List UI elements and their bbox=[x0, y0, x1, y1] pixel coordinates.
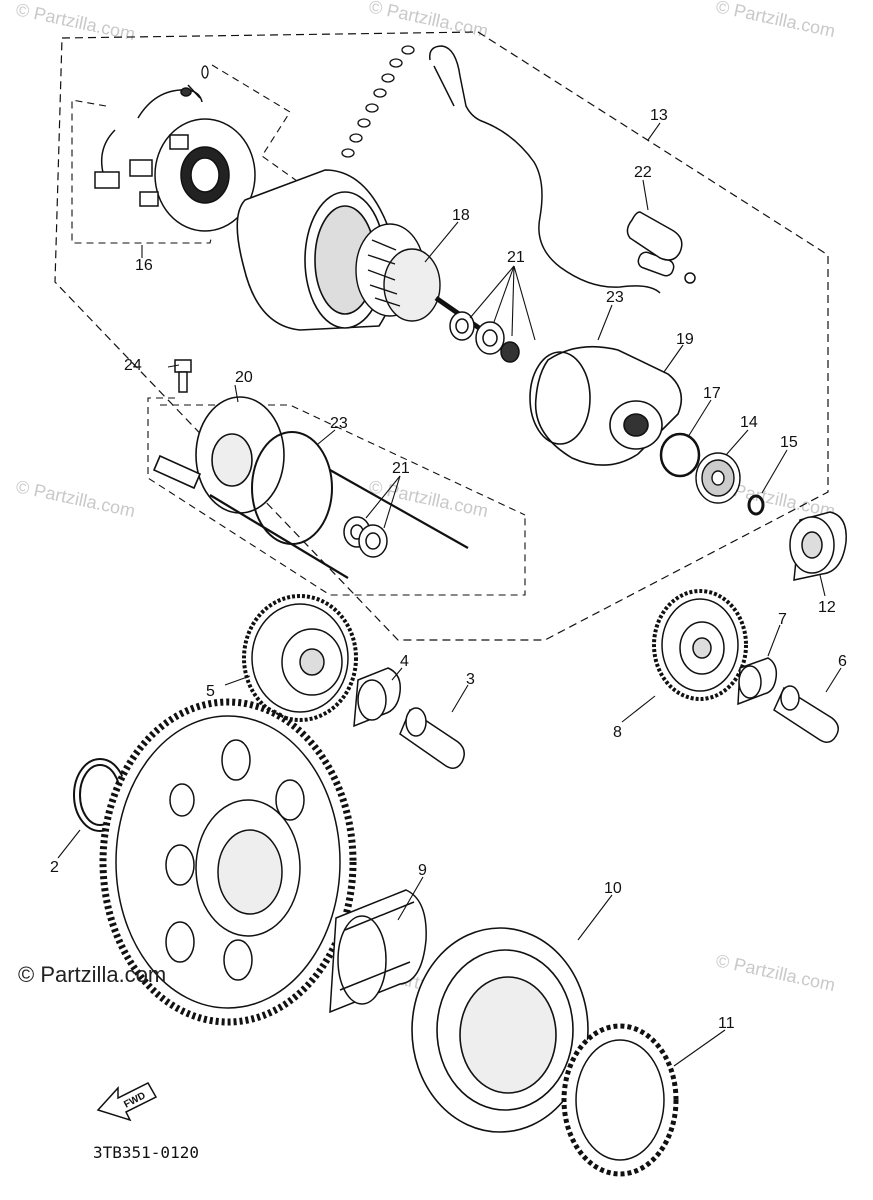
callout-4: 4 bbox=[400, 653, 409, 670]
callout-5: 5 bbox=[206, 683, 215, 700]
armature bbox=[355, 223, 484, 333]
callout-13: 13 bbox=[650, 107, 668, 124]
bearing bbox=[789, 511, 847, 581]
leader-lines bbox=[57, 122, 842, 1067]
idler-gear-2 bbox=[652, 589, 748, 701]
callout-17: 17 bbox=[703, 385, 721, 402]
brush-holder-outline bbox=[71, 99, 213, 244]
callout-21-lower: 21 bbox=[392, 460, 410, 477]
rear-cover-outline-2 bbox=[160, 404, 526, 516]
part-code: 3TB351-0120 bbox=[93, 1143, 199, 1162]
terminal-cap bbox=[626, 211, 683, 261]
shaft-1 bbox=[399, 707, 465, 769]
callout-10: 10 bbox=[604, 880, 622, 897]
callout-3: 3 bbox=[466, 671, 475, 688]
callout-6: 6 bbox=[838, 653, 847, 670]
callout-11: 11 bbox=[718, 1015, 735, 1032]
watermark-text: © Partzilla.com bbox=[367, 476, 490, 521]
callout-16: 16 bbox=[135, 257, 153, 274]
fwd-arrow-icon: FWD bbox=[96, 1082, 158, 1122]
callout-23-top: 23 bbox=[606, 289, 624, 306]
front-cover bbox=[529, 345, 683, 466]
idler-gear-1 bbox=[242, 594, 358, 722]
callout-15: 15 bbox=[780, 434, 798, 451]
pinion-gear bbox=[695, 452, 741, 504]
rear-cover-outline bbox=[147, 397, 526, 596]
callout-19: 19 bbox=[676, 331, 694, 348]
o-ring bbox=[659, 432, 701, 478]
needle-bearing-2 bbox=[737, 657, 778, 706]
watermark-text: © Partzilla.com bbox=[367, 0, 490, 41]
rear-cover bbox=[152, 396, 285, 514]
starter-assembly-outline bbox=[54, 31, 829, 641]
callouts: 16 18 21 23 19 17 14 15 22 13 24 20 23 2… bbox=[50, 107, 847, 1032]
callout-12: 12 bbox=[818, 599, 836, 616]
callout-9: 9 bbox=[418, 862, 427, 879]
small-seals bbox=[201, 45, 415, 158]
callout-24: 24 bbox=[124, 357, 142, 374]
brush-holder-assembly bbox=[94, 84, 256, 232]
shaft-2 bbox=[773, 685, 839, 743]
watermark-text: © Partzilla.com bbox=[714, 0, 837, 41]
callout-22: 22 bbox=[634, 164, 652, 181]
washers-set-top bbox=[449, 311, 520, 363]
watermark-text: © Partzilla.com bbox=[714, 950, 837, 995]
callout-7: 7 bbox=[778, 611, 787, 628]
watermark-text: © Partzilla.com bbox=[14, 476, 137, 521]
callout-8: 8 bbox=[613, 724, 622, 741]
lead-wire bbox=[429, 45, 696, 294]
callout-18: 18 bbox=[452, 207, 470, 224]
callout-21-top: 21 bbox=[507, 249, 525, 266]
starter-wheel-gear bbox=[99, 698, 357, 1026]
starter-clutch-housing bbox=[411, 927, 589, 1133]
callout-23-lower: 23 bbox=[330, 415, 348, 432]
callout-20: 20 bbox=[235, 369, 253, 386]
one-way-clutch bbox=[561, 1023, 679, 1177]
partzilla-credit: © Partzilla.com bbox=[18, 962, 166, 987]
needle-bearing-1 bbox=[353, 667, 401, 728]
washers-set-lower bbox=[343, 516, 388, 558]
circlip bbox=[747, 494, 765, 516]
callout-2: 2 bbox=[50, 859, 59, 876]
through-bolts bbox=[209, 469, 469, 579]
needle-cage bbox=[329, 889, 427, 1014]
callout-14: 14 bbox=[740, 414, 758, 431]
